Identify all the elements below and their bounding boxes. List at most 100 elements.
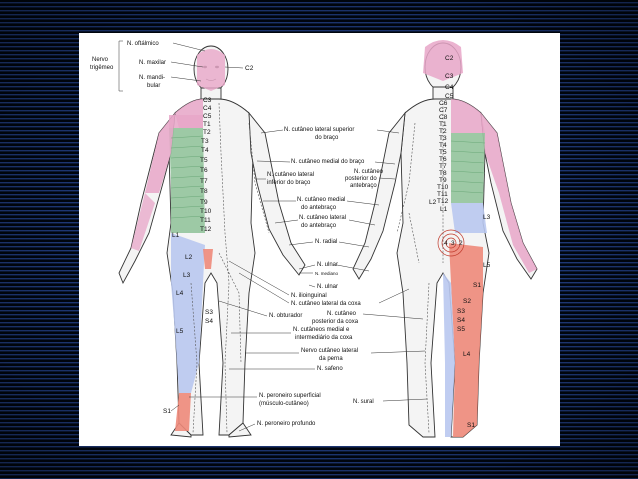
trigeminal-group-line-2: trigêmeo (90, 65, 114, 71)
front-label-t7: T7 (200, 178, 208, 185)
nerve-deep-peroneal: N. peroneiro profundo (257, 421, 316, 427)
back-label-l3: L3 (483, 214, 491, 221)
front-t1-t12-zone (169, 128, 205, 233)
back-label-t4: T4 (439, 142, 447, 149)
nerve-medial-intermediate-thigh-2: intermediário da coxa (295, 335, 353, 341)
front-label-t8: T8 (200, 188, 208, 195)
nerve-lateral-leg-1: Nervo cutâneo lateral (301, 348, 358, 354)
nerve-superficial-peroneal-2: (músculo-cutâneo) (259, 401, 309, 407)
front-t-top-pink (169, 115, 203, 128)
back-label-t9: T9 (439, 177, 447, 184)
back-label-c2: C2 (445, 55, 454, 62)
nerve-obturator: N. obturador (269, 313, 302, 319)
nerve-upper-lateral-arm-2: do braço (315, 135, 339, 141)
back-label-t11: T11 (437, 191, 448, 198)
trigeminal-zone (197, 49, 225, 91)
nerve-posterior-thigh-1: N. cutâneo (327, 311, 357, 317)
back-label-t5: T5 (439, 149, 447, 156)
front-label-s4: S4 (205, 318, 213, 325)
back-dermatome-labels: C2 C3 C4 C5 C6 C7 C8 T1 T2 T3 T4 T5 T6 T… (429, 55, 491, 429)
back-arm-pink (481, 113, 537, 273)
back-label-l2: L2 (429, 199, 437, 206)
nerve-posterior-forearm-3: antebraço (350, 183, 377, 189)
front-label-t11: T11 (200, 217, 211, 224)
back-label-l4: L4 (463, 351, 471, 358)
front-label-s1: S1 (163, 408, 171, 415)
trigeminal-branch-mandibular-1: N. mandi- (139, 75, 165, 81)
back-label-c3: C3 (445, 73, 454, 80)
nerve-medial-intermediate-thigh-1: N. cutâneos medial e (293, 327, 350, 333)
nerve-superficial-peroneal-1: N. peroneiro superficial (259, 393, 321, 399)
front-label-t3: T3 (201, 138, 209, 145)
nerve-radial: N. radial (315, 239, 337, 245)
front-label-t6: T6 (200, 167, 208, 174)
front-arm-lower-pink (131, 193, 155, 251)
nerve-lateral-forearm-1: N. cutâneo lateral (299, 215, 346, 221)
back-label-c7: C7 (439, 107, 448, 114)
nerve-saphenous: N. safeno (317, 366, 343, 372)
back-label-t12: T12 (437, 198, 449, 205)
trigeminal-labels: Nervo trigêmeo N. oftálmico N. maxilar N… (90, 40, 206, 92)
back-label-s5: S5 (457, 326, 465, 333)
trigeminal-group-line-1: Nervo (92, 57, 109, 63)
back-nerve-boundaries (396, 103, 444, 434)
back-sacral-mark-2: 2 (459, 240, 463, 247)
back-sacral-mark-3: 3 (451, 240, 455, 247)
nerve-posterior-thigh-2: posterior da coxa (312, 319, 359, 325)
back-label-c8: C8 (439, 114, 448, 121)
nerve-sural: N. sural (353, 399, 374, 405)
front-label-t5: T5 (200, 157, 208, 164)
nerve-ulnar-back: N. ulnar (317, 284, 338, 290)
trigeminal-branch-ophthalmic: N. oftálmico (127, 41, 159, 47)
nerve-median: N. mediano (315, 271, 339, 276)
nerve-lateral-forearm-2: do antebraço (301, 223, 337, 229)
front-label-l3: L3 (183, 272, 191, 279)
back-leg-blue (443, 273, 455, 437)
front-arm-pink (145, 113, 175, 193)
back-label-t6: T6 (439, 156, 447, 163)
back-label-t3: T3 (439, 135, 447, 142)
front-label-l5: L5 (176, 328, 184, 335)
back-sacral-mark-4: 4 (444, 240, 448, 247)
nerve-medial-forearm-1: N. cutâneo medial (297, 197, 345, 203)
back-label-t2: T2 (439, 128, 447, 135)
nerve-ulnar-front: N. ulnar (317, 262, 338, 268)
front-label-t9: T9 (200, 199, 208, 206)
front-label-l4: L4 (176, 290, 184, 297)
nerve-posterior-forearm-2: posterior do (345, 176, 377, 182)
nerve-medial-forearm-2: do antebraço (301, 205, 337, 211)
front-label-c3: C3 (203, 97, 212, 104)
back-t-green (451, 133, 485, 203)
nerve-ilioinguinal: N. ilioinguinal (291, 293, 327, 299)
front-label-l2: L2 (185, 254, 193, 261)
front-label-c4: C4 (203, 105, 212, 112)
back-leg-red (449, 243, 483, 437)
nerve-lateral-thigh: N. cutâneo lateral da coxa (291, 301, 361, 307)
front-label-c2: C2 (245, 65, 254, 72)
front-label-l1: L1 (172, 232, 180, 239)
back-shoulder-pink (451, 99, 485, 133)
front-label-s3: S3 (205, 309, 213, 316)
dermatome-figure: Nervo trigêmeo N. oftálmico N. maxilar N… (79, 33, 560, 446)
back-label-s2: S2 (463, 298, 471, 305)
front-label-t2: T2 (203, 129, 211, 136)
back-label-l1: L1 (440, 206, 448, 213)
back-label-t8: T8 (439, 170, 447, 177)
back-label-s1-upper: S1 (473, 282, 481, 289)
front-label-t4: T4 (201, 147, 209, 154)
back-label-s4: S4 (457, 317, 465, 324)
nerve-upper-lateral-arm-1: N. cutâneo lateral superior (284, 127, 354, 133)
back-label-s1-lower: S1 (467, 422, 475, 429)
front-nerve-boundaries (190, 102, 270, 434)
front-body (118, 45, 306, 438)
back-label-c6: C6 (439, 100, 448, 107)
trigeminal-branch-mandibular-2: bular (147, 83, 160, 89)
back-label-t7: T7 (439, 163, 447, 170)
back-label-l5: L5 (483, 262, 491, 269)
nerve-labels: N. cutâneo lateral superior do braço N. … (189, 127, 428, 432)
back-head-pink (423, 40, 463, 81)
front-dermatome-shading (131, 49, 225, 431)
back-label-c4: C4 (445, 84, 454, 91)
back-label-t1: T1 (439, 121, 447, 128)
front-genital-red (203, 249, 213, 269)
